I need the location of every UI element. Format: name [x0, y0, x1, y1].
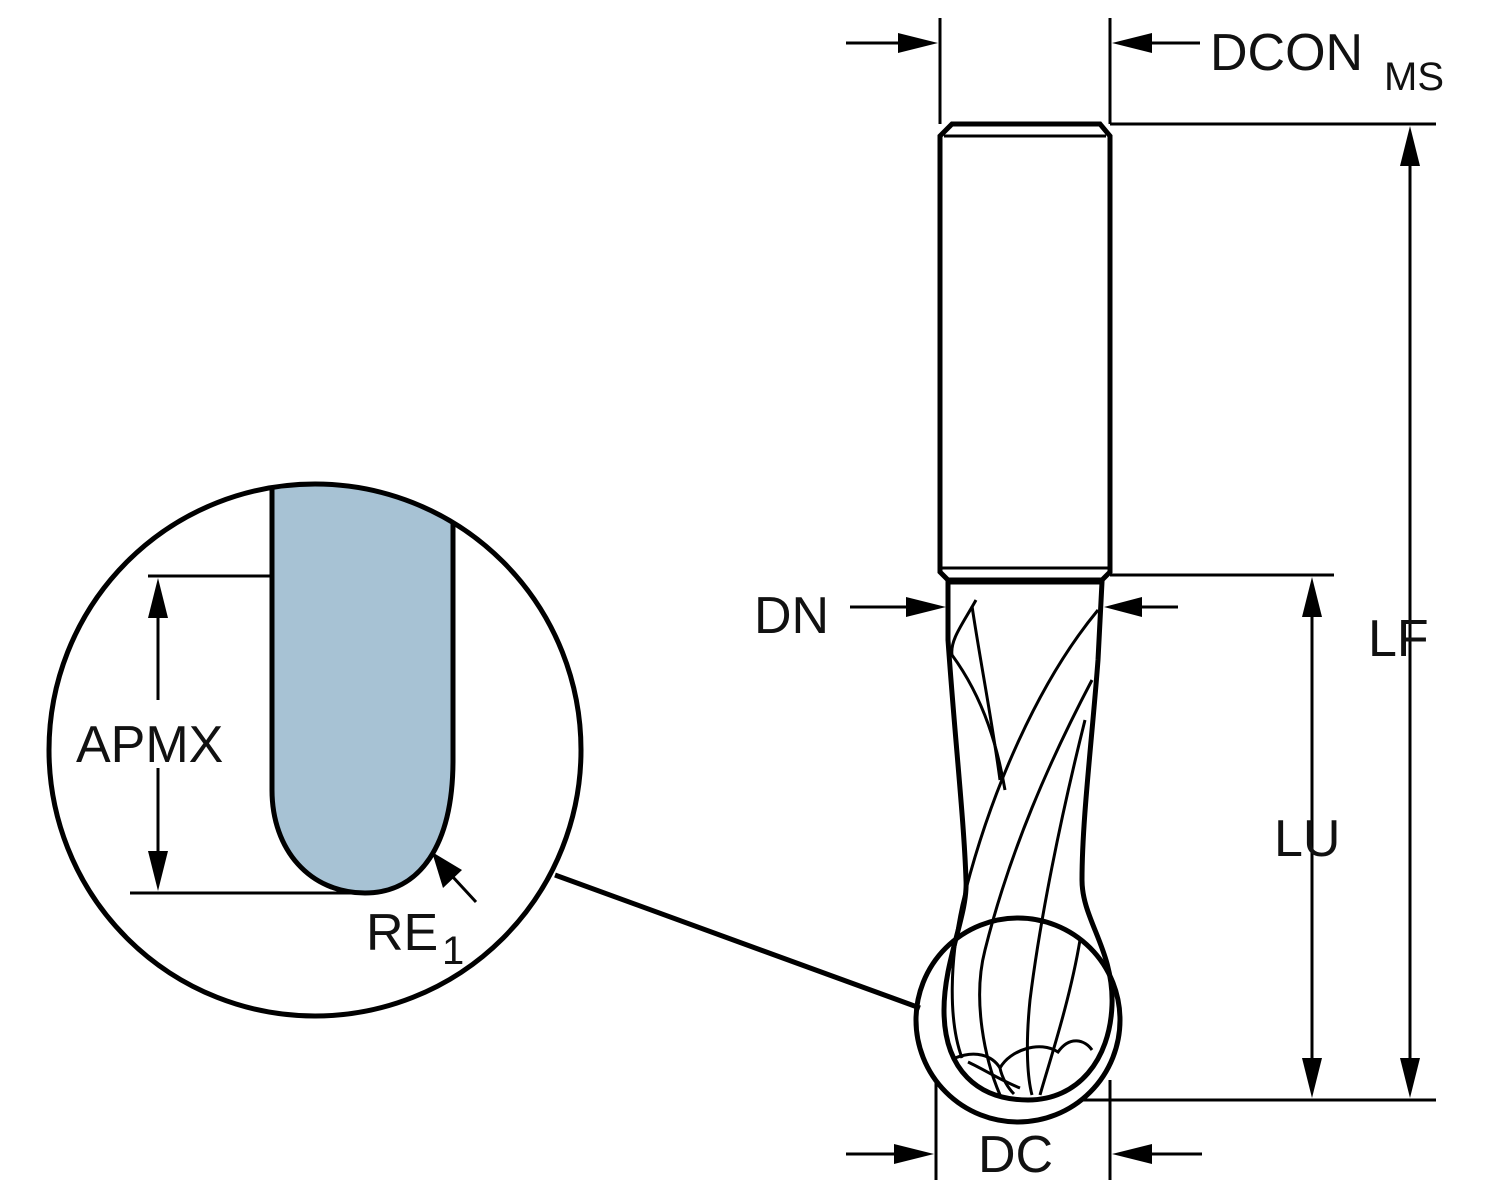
lu-label: LU: [1274, 810, 1340, 868]
dn-dimension: [850, 597, 1178, 617]
end-mill-tool: [937, 121, 1115, 1103]
lf-label: LF: [1368, 610, 1429, 668]
dcon-subscript: MS: [1384, 55, 1444, 99]
lu-dimension: [1110, 573, 1334, 1098]
re-subscript: 1: [442, 929, 464, 973]
tool-neck-and-ball: [941, 579, 1115, 1103]
lf-dimension: [1080, 122, 1436, 1102]
apmx-label: APMX: [76, 716, 223, 774]
dcon-dimension: [846, 18, 1200, 124]
dc-dimension: [846, 1080, 1202, 1180]
apmx-dimension: [130, 574, 365, 895]
detail-tool-profile: [269, 484, 456, 896]
dcon-label: DCON: [1210, 24, 1363, 82]
magnify-ring: [913, 915, 1123, 1125]
dn-label: DN: [754, 587, 829, 645]
re-label: RE: [366, 904, 438, 962]
detail-view: [46, 481, 584, 1019]
dc-label: DC: [978, 1126, 1053, 1184]
re-pointer: [432, 852, 478, 904]
detail-circle: [46, 481, 584, 1019]
tool-shank: [937, 121, 1113, 583]
leader-line: [554, 872, 921, 1011]
